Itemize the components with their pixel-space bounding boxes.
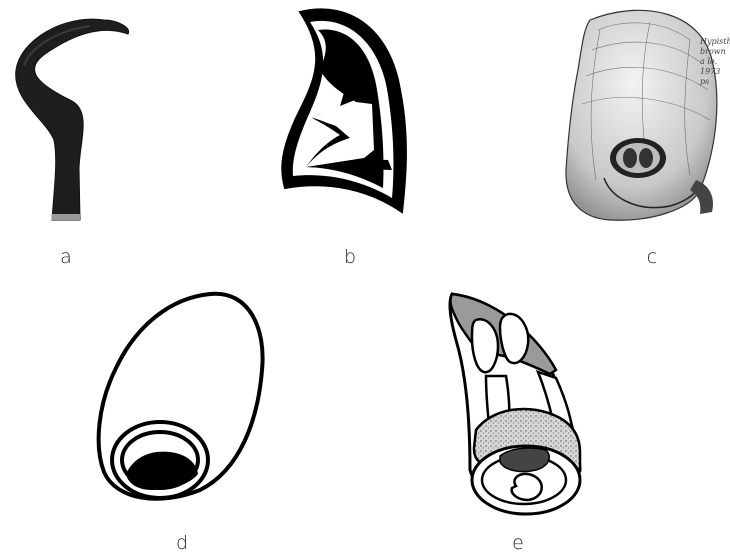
note-line-3: a lo.	[700, 57, 717, 66]
label-e: e	[498, 532, 538, 554]
panel-b-drawing	[282, 9, 406, 212]
panel-e-drawing	[450, 294, 580, 514]
label-b: b	[330, 246, 370, 268]
label-c: c	[632, 246, 672, 268]
label-d: d	[162, 532, 202, 554]
note-line-1: Hypisth	[699, 37, 730, 46]
label-a: a	[46, 246, 86, 268]
panel-c-sketch	[566, 10, 717, 220]
note-line-2: brown	[700, 47, 726, 56]
panel-a-image	[16, 19, 129, 220]
note-line-5: ps	[700, 77, 709, 86]
panel-d-drawing	[99, 294, 263, 499]
note-line-4: 1973	[700, 67, 720, 76]
